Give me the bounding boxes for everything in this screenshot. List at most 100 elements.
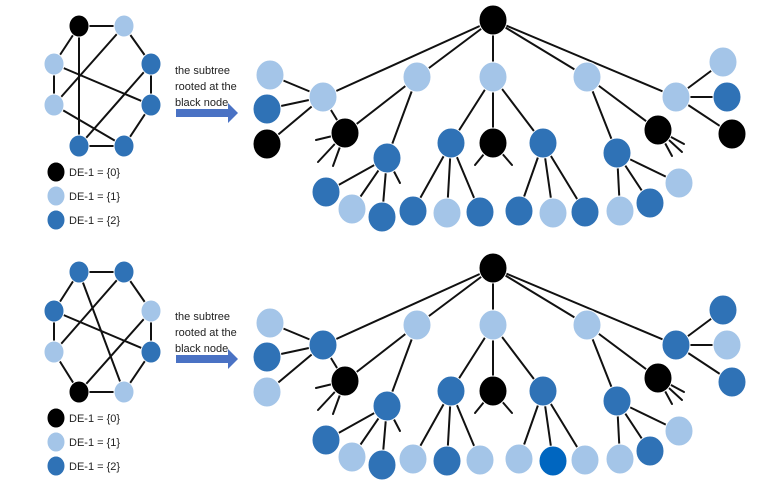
tree-node-de1 [465, 444, 495, 476]
legend-label-de0: DE-1 = {0} [69, 413, 120, 425]
tree-edge [416, 267, 494, 326]
tree-edge [416, 19, 494, 78]
tree-node-de0 [717, 118, 747, 150]
tree-node-de1 [252, 376, 282, 408]
graph-node-de0 [68, 380, 90, 404]
tree-node-highlight [538, 445, 568, 477]
nodes-layer [43, 4, 747, 481]
tree-edge [492, 19, 677, 98]
tree-node-de2 [717, 366, 747, 398]
legend-label-de2: DE-1 = {2} [69, 215, 120, 227]
legend-label-de1: DE-1 = {1} [69, 437, 120, 449]
tree-node-de1 [432, 197, 462, 229]
arrow-label-line-2: rooted at the [175, 81, 237, 93]
tree-node-de1 [337, 193, 367, 225]
tree-node-de0 [478, 375, 508, 407]
graph-edge [53, 25, 125, 106]
tree-node-de1 [661, 81, 691, 113]
tree-node-de1 [572, 61, 602, 93]
graph-node-de1 [140, 299, 162, 323]
tree-node-de2 [465, 196, 495, 228]
tree-node-de2 [602, 385, 632, 417]
graph-edge [53, 104, 125, 147]
graph-node-de2 [43, 299, 65, 323]
legend-label-de0: DE-1 = {0} [69, 167, 120, 179]
tree-node-de1 [712, 329, 742, 361]
legend-dot-de2 [46, 209, 66, 231]
tree-node-de1 [402, 61, 432, 93]
tree-edge [492, 19, 588, 78]
tree-node-de2 [372, 142, 402, 174]
graph-node-de2 [113, 134, 135, 158]
legend-dot-de0 [46, 161, 66, 183]
tree-node-de0 [643, 362, 673, 394]
tree-node-de2 [398, 195, 428, 227]
tree-node-de2 [311, 176, 341, 208]
graph-node-de1 [43, 93, 65, 117]
graph-node-de2 [140, 340, 162, 364]
tree-node-de2 [708, 294, 738, 326]
tree-node-de1 [570, 444, 600, 476]
legend-dot-de1 [46, 185, 66, 207]
tree-node-de0 [330, 365, 360, 397]
tree-node-de1 [664, 415, 694, 447]
subtree-arrow [176, 103, 238, 123]
tree-edge [322, 267, 494, 346]
tree-node-de1 [605, 443, 635, 475]
tree-node-de2 [661, 329, 691, 361]
legend-dot-de0 [46, 407, 66, 429]
tree-node-de2 [712, 81, 742, 113]
tree-node-de0 [478, 252, 508, 284]
legend-dot-de1 [46, 431, 66, 453]
tree-node-de2 [436, 127, 466, 159]
graph-edge [78, 310, 152, 393]
tree-edge [492, 267, 677, 346]
tree-node-de0 [643, 114, 673, 146]
arrow-label-line-2: rooted at the [175, 327, 237, 339]
tree-node-de2 [635, 187, 665, 219]
tree-node-de2 [528, 127, 558, 159]
tree-node-de1 [398, 443, 428, 475]
legend-label-de1: DE-1 = {1} [69, 191, 120, 203]
tree-node-de1 [255, 59, 285, 91]
panel-1-legend: DE-1 = {0} DE-1 = {1} DE-1 = {2} [69, 167, 120, 227]
graph-node-de1 [113, 380, 135, 404]
tree-node-de2 [311, 424, 341, 456]
tree-node-de0 [478, 127, 508, 159]
tree-node-de2 [308, 329, 338, 361]
tree-node-de1 [664, 167, 694, 199]
tree-node-de1 [708, 46, 738, 78]
arrow-label-line-3: black node [175, 343, 228, 355]
graph-node-de2 [140, 93, 162, 117]
panel-2-arrow-label: the subtree rooted at the black node [175, 311, 237, 355]
graph-node-de1 [113, 14, 135, 38]
panel-1-arrow-label: the subtree rooted at the black node [175, 65, 237, 109]
tree-node-de2 [436, 375, 466, 407]
tree-node-de2 [635, 435, 665, 467]
arrows-layer [176, 103, 238, 369]
panel-2-legend: DE-1 = {0} DE-1 = {1} DE-1 = {2} [69, 413, 120, 473]
subtree-arrow [176, 349, 238, 369]
tree-edge [322, 19, 494, 98]
tree-node-de2 [372, 390, 402, 422]
tree-node-de2 [602, 137, 632, 169]
graph-node-de0 [68, 14, 90, 38]
arrow-label-line-1: the subtree [175, 65, 230, 77]
tree-node-de2 [367, 449, 397, 481]
legend-label-de2: DE-1 = {2} [69, 461, 120, 473]
graph-edge [78, 63, 152, 147]
tree-node-de2 [504, 195, 534, 227]
arrow-label-line-3: black node [175, 97, 228, 109]
graph-node-de1 [43, 340, 65, 364]
tree-node-de1 [402, 309, 432, 341]
tree-node-de1 [504, 443, 534, 475]
tree-edge [492, 267, 588, 326]
tree-node-de1 [337, 441, 367, 473]
tree-node-de0 [330, 117, 360, 149]
tree-node-de0 [252, 128, 282, 160]
tree-node-de2 [252, 341, 282, 373]
legend-dot-de2 [46, 455, 66, 477]
tree-edge [344, 76, 418, 134]
tree-node-de2 [570, 196, 600, 228]
